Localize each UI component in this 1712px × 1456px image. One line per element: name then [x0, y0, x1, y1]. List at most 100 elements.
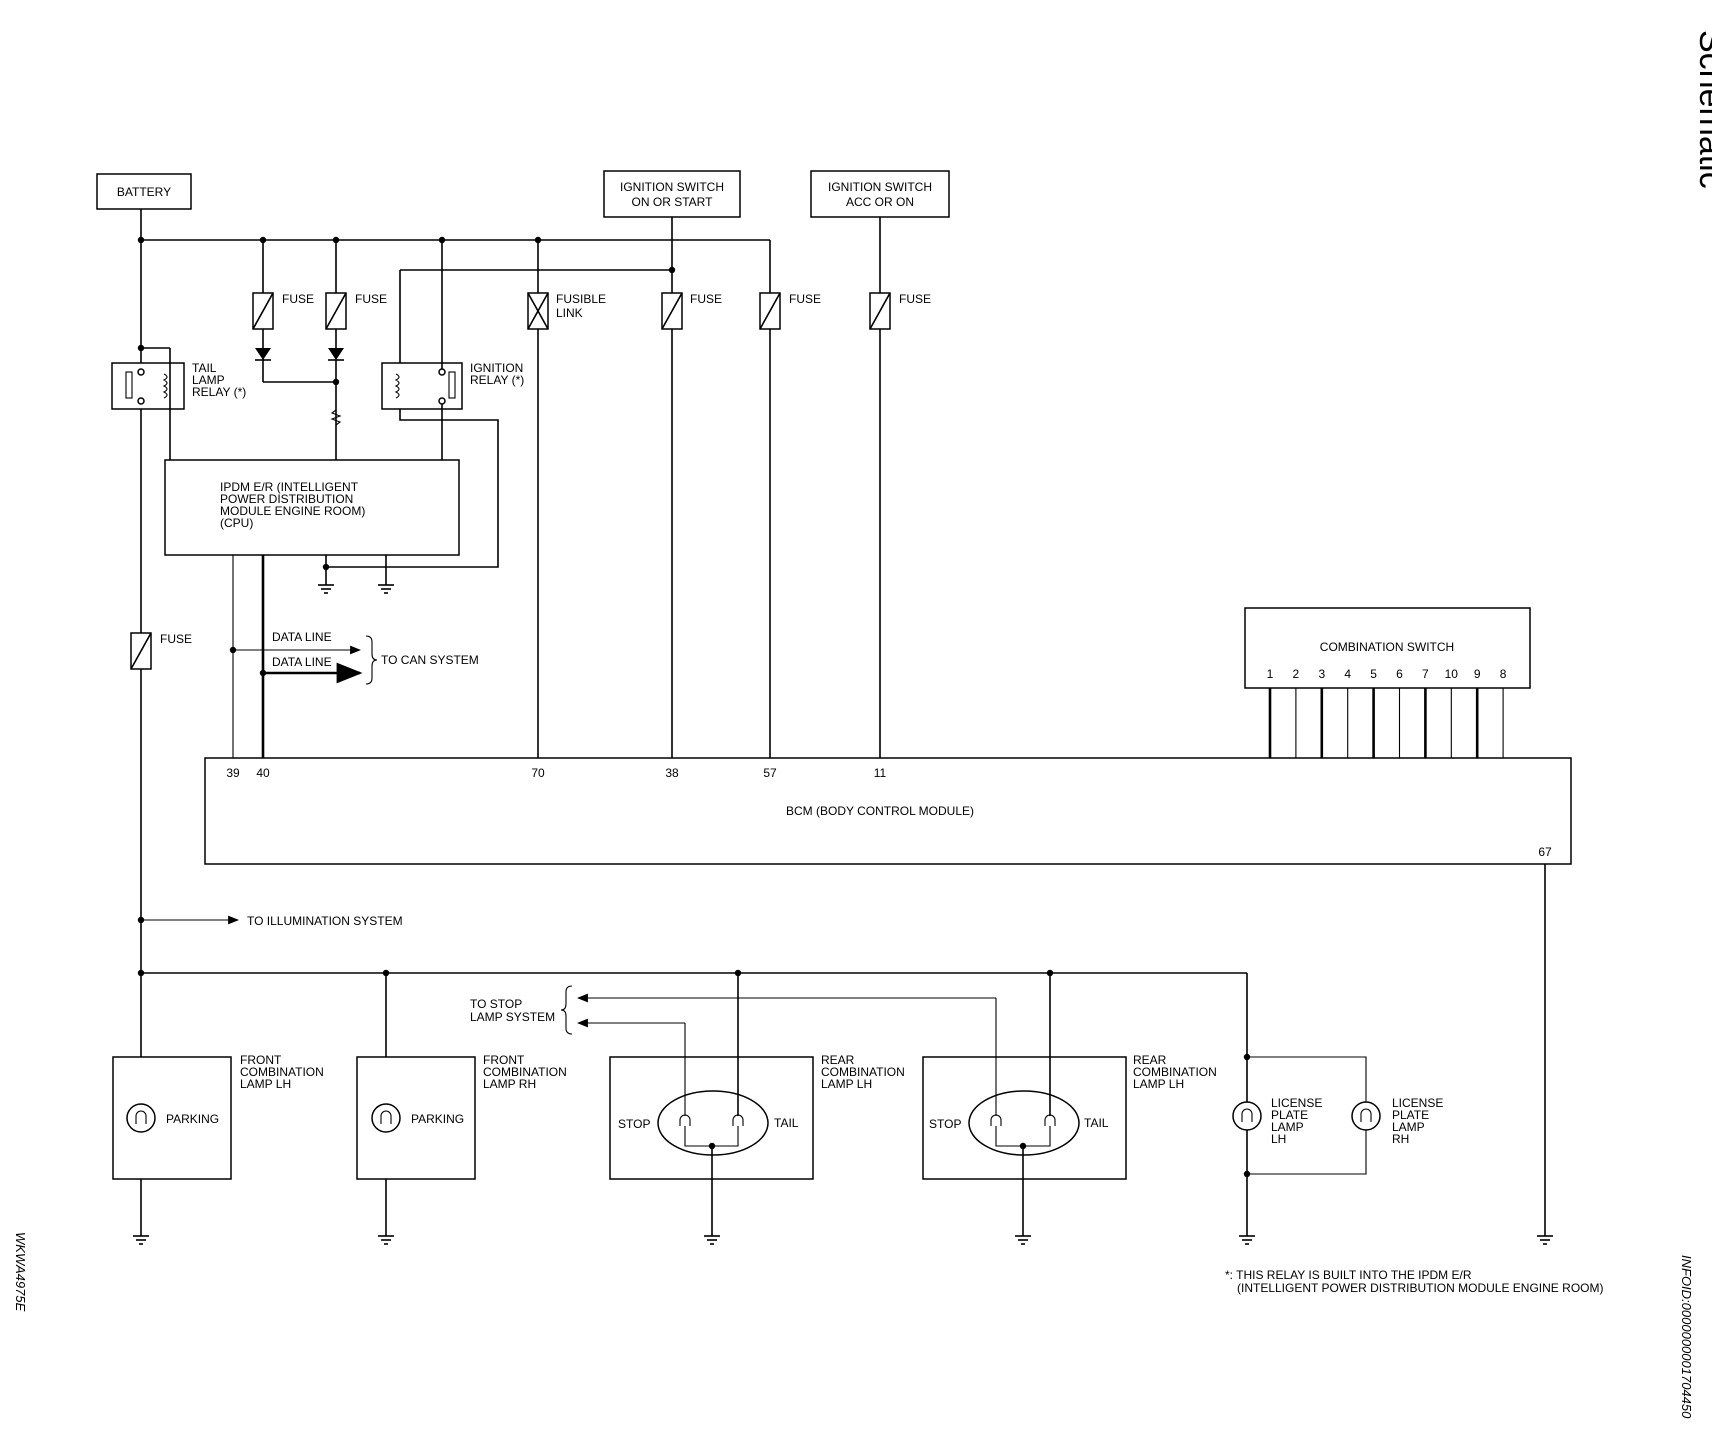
license-rh-line3: LAMP	[1392, 1120, 1425, 1134]
fuse-3-label: FUSE	[690, 292, 722, 306]
bcm-pin-11: 11	[874, 766, 887, 780]
license-rh-line1: LICENSE	[1392, 1096, 1443, 1110]
bcm-box	[204, 757, 1572, 865]
ipdm-ground-2	[377, 584, 395, 594]
rear-2-ground	[1014, 1235, 1032, 1245]
bcm-pin-39: 39	[226, 766, 240, 780]
bcm-pin-38: 38	[665, 766, 679, 780]
tail-lamp-relay-line1: TAIL	[192, 361, 217, 375]
ignition-relay	[326, 240, 499, 568]
front-rh-line1: FRONT	[483, 1053, 525, 1067]
parking-lamp-lh-label: PARKING	[166, 1112, 219, 1126]
ignition-on-start-line1: IGNITION SWITCH	[620, 180, 724, 194]
rear-1-stop-label: STOP	[618, 1117, 650, 1131]
ignition-acc-on-line2: ACC OR ON	[846, 195, 914, 209]
data-line-1-label: DATA LINE	[272, 630, 332, 644]
front-rh-line2: COMBINATION	[483, 1065, 567, 1079]
cs-pin-10: 10	[1445, 667, 1459, 681]
fusible-link-line1: FUSIBLE	[556, 292, 606, 306]
license-plate-lamp-rh-bulb	[1351, 1101, 1381, 1131]
to-illumination-label: TO ILLUMINATION SYSTEM	[247, 914, 403, 928]
front-lh-line2: COMBINATION	[240, 1065, 324, 1079]
combination-switch-label: COMBINATION SWITCH	[1320, 640, 1454, 654]
battery-box	[96, 173, 192, 210]
fuse-5-label: FUSE	[899, 292, 931, 306]
cs-pin-5: 5	[1370, 667, 1377, 681]
ignition-on-start-box	[603, 170, 741, 218]
parking-lamp-rh-label: PARKING	[411, 1112, 464, 1126]
bcm-pin-40: 40	[256, 766, 270, 780]
rear-1-line1: REAR	[821, 1053, 855, 1067]
bcm-pin-67: 67	[1538, 845, 1552, 859]
ignition-relay-line2: RELAY (*)	[470, 373, 524, 387]
bcm-pin-57: 57	[763, 766, 777, 780]
combination-switch-box	[1244, 607, 1531, 689]
license-rh-line2: PLATE	[1392, 1108, 1429, 1122]
license-rh-line4: RH	[1392, 1132, 1409, 1146]
to-stop-line2: LAMP SYSTEM	[470, 1010, 555, 1024]
front-lh-line3: LAMP LH	[240, 1077, 291, 1091]
ignition-on-start-line2: ON OR START	[632, 195, 714, 209]
rear-2-line3: LAMP LH	[1133, 1077, 1184, 1091]
ipdm-line3: MODULE ENGINE ROOM)	[220, 504, 365, 518]
ipdm-er-box	[164, 459, 460, 556]
fuse-4	[759, 292, 781, 330]
fusible-link-line2: LINK	[556, 306, 583, 320]
license-lh-line2: PLATE	[1271, 1108, 1308, 1122]
bcm-label: BCM (BODY CONTROL MODULE)	[786, 804, 974, 818]
rear-2-stop-label: STOP	[929, 1117, 961, 1131]
license-plate-lamp-lh-bulb	[1232, 1101, 1262, 1131]
license-lh-line4: LH	[1271, 1132, 1286, 1146]
page-title: Schematic	[1692, 30, 1712, 189]
license-lh-line1: LICENSE	[1271, 1096, 1322, 1110]
rear-1-tail-label: TAIL	[774, 1116, 799, 1130]
info-id: INFOID:0000000001704450	[1679, 1255, 1694, 1419]
cs-pin-6: 6	[1396, 667, 1403, 681]
data-line-2-label: DATA LINE	[272, 655, 332, 669]
fuse-1-label: FUSE	[282, 292, 314, 306]
cs-pin-9: 9	[1474, 667, 1481, 681]
rear-1-ground	[703, 1235, 721, 1245]
rear-2-line1: REAR	[1133, 1053, 1167, 1067]
ipdm-ground-1	[317, 584, 335, 594]
ipdm-line1: IPDM E/R (INTELLIGENT	[220, 480, 359, 494]
rear-2-tail-label: TAIL	[1084, 1116, 1109, 1130]
fuse-battery-lower-label: FUSE	[160, 632, 192, 646]
cs-pin-3: 3	[1318, 667, 1325, 681]
fuse-2	[325, 292, 347, 330]
ignition-acc-on-line1: IGNITION SWITCH	[828, 180, 932, 194]
license-ground	[1238, 1235, 1256, 1245]
ipdm-line2: POWER DISTRIBUTION	[220, 492, 353, 506]
fuse-battery-lower	[130, 632, 152, 670]
ignition-acc-on-box	[810, 170, 950, 218]
figure-code: WKWA4975E	[13, 1232, 28, 1312]
fuse-3	[661, 292, 683, 330]
rear-1-line3: LAMP LH	[821, 1077, 872, 1091]
fuse-1	[252, 292, 274, 330]
fuse-4-label: FUSE	[789, 292, 821, 306]
fuse-2-label: FUSE	[355, 292, 387, 306]
bcm-ground	[1536, 1235, 1554, 1245]
front-lh-ground	[132, 1235, 150, 1245]
cs-pin-1: 1	[1267, 667, 1274, 681]
footnote-line2: (INTELLIGENT POWER DISTRIBUTION MODULE E…	[1237, 1281, 1603, 1295]
parking-lamp-lh-bulb	[126, 1103, 156, 1133]
ignition-relay-line1: IGNITION	[470, 361, 523, 375]
front-lh-line1: FRONT	[240, 1053, 282, 1067]
battery-label: BATTERY	[117, 185, 171, 199]
footnote-line1: *: THIS RELAY IS BUILT INTO THE IPDM E/R	[1225, 1268, 1472, 1282]
cs-pin-4: 4	[1344, 667, 1351, 681]
rear-2-line2: COMBINATION	[1133, 1065, 1217, 1079]
ipdm-line4: (CPU)	[220, 516, 253, 530]
to-can-system-label: TO CAN SYSTEM	[381, 653, 479, 667]
cs-pin-2: 2	[1293, 667, 1300, 681]
fuse-5	[869, 292, 891, 330]
bcm-pin-70: 70	[531, 766, 545, 780]
tail-lamp-relay-line3: RELAY (*)	[192, 385, 246, 399]
license-lh-line3: LAMP	[1271, 1120, 1304, 1134]
tail-lamp-relay-line2: LAMP	[192, 373, 225, 387]
cs-pin-8: 8	[1500, 667, 1507, 681]
rear-1-line2: COMBINATION	[821, 1065, 905, 1079]
front-rh-ground	[377, 1235, 395, 1245]
